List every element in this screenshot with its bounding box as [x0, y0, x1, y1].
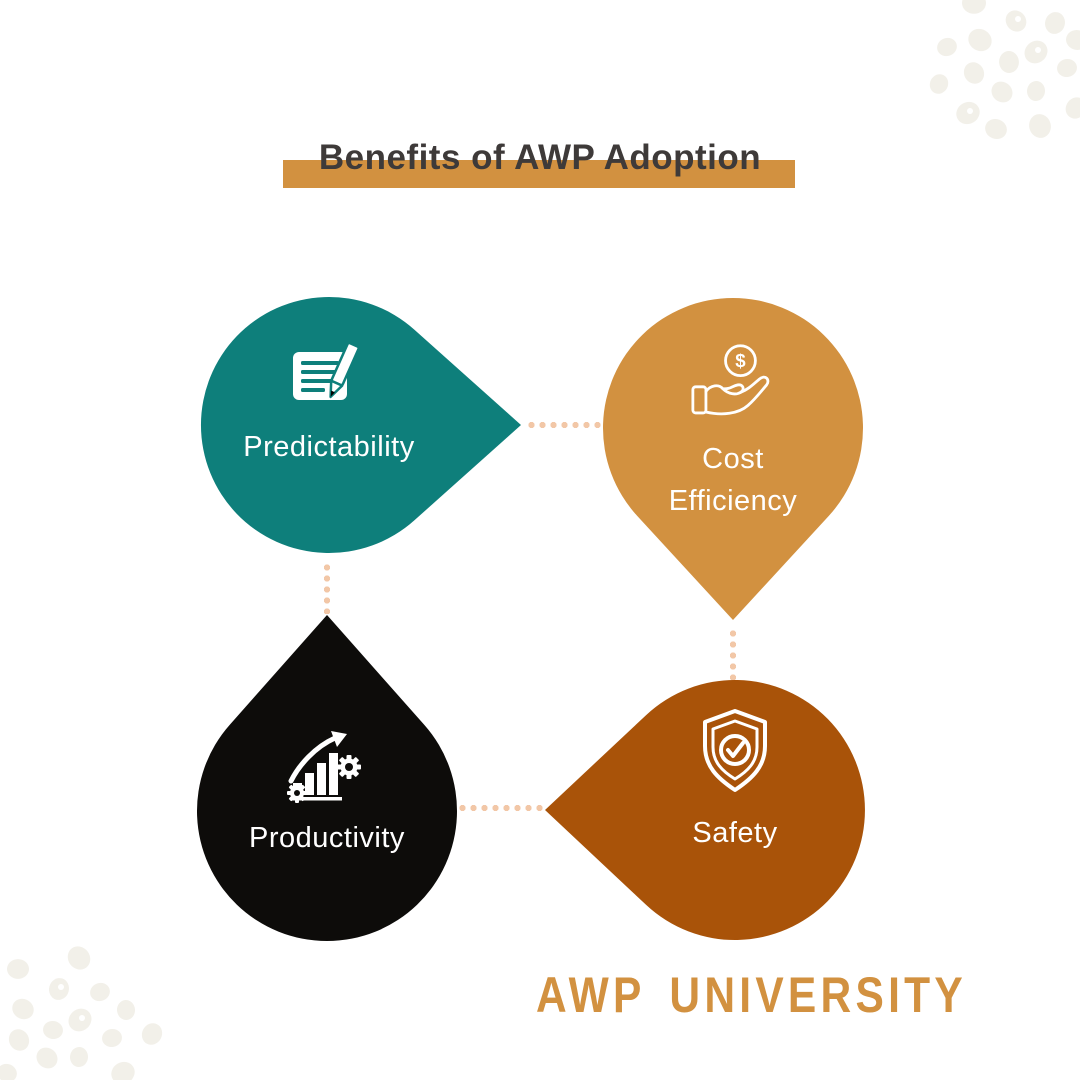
- page-title: Benefits of AWP Adoption: [318, 138, 762, 177]
- brand-logo-text: AWP UNIVERSITY: [536, 967, 967, 1023]
- corner-dots-decoration-top-right: [929, 0, 1080, 140]
- benefit-label: Cost Efficiency: [668, 443, 798, 517]
- notes-pencil-icon: [293, 342, 360, 400]
- benefit-label: Safety: [692, 817, 778, 849]
- svg-text:$: $: [735, 350, 746, 371]
- corner-dots-decoration-bottom-left: [0, 946, 163, 1080]
- pin-content-safety: Safety: [615, 708, 855, 854]
- teardrop-shape-left: [545, 680, 865, 940]
- growth-chart-gears-icon: [287, 731, 361, 803]
- shield-check-icon: [703, 709, 767, 792]
- benefit-pin-cost-efficiency: $ Cost Efficiency: [600, 296, 866, 622]
- teardrop-shape-up: [197, 615, 457, 942]
- benefit-pin-productivity: Productivity: [197, 613, 459, 943]
- benefit-label: Predictability: [243, 431, 415, 463]
- benefit-pin-predictability: Predictability: [197, 290, 527, 562]
- pin-content-predictability: Predictability: [209, 342, 449, 468]
- hand-coin-icon: $: [691, 344, 770, 416]
- teardrop-shape-down: [603, 298, 863, 620]
- benefit-pin-safety: Safety: [545, 680, 865, 942]
- dotted-connector-right: [729, 628, 737, 684]
- dotted-connector-bottom: [457, 804, 547, 812]
- title-highlight-bar: [283, 160, 795, 188]
- pin-content-productivity: Productivity: [207, 731, 447, 859]
- dotted-connector-top: [526, 421, 604, 429]
- dotted-connector-left: [323, 562, 331, 614]
- teardrop-shape-right: [200, 297, 521, 553]
- benefit-label: Productivity: [249, 822, 405, 854]
- pin-content-cost-efficiency: $ Cost Efficiency: [613, 342, 853, 522]
